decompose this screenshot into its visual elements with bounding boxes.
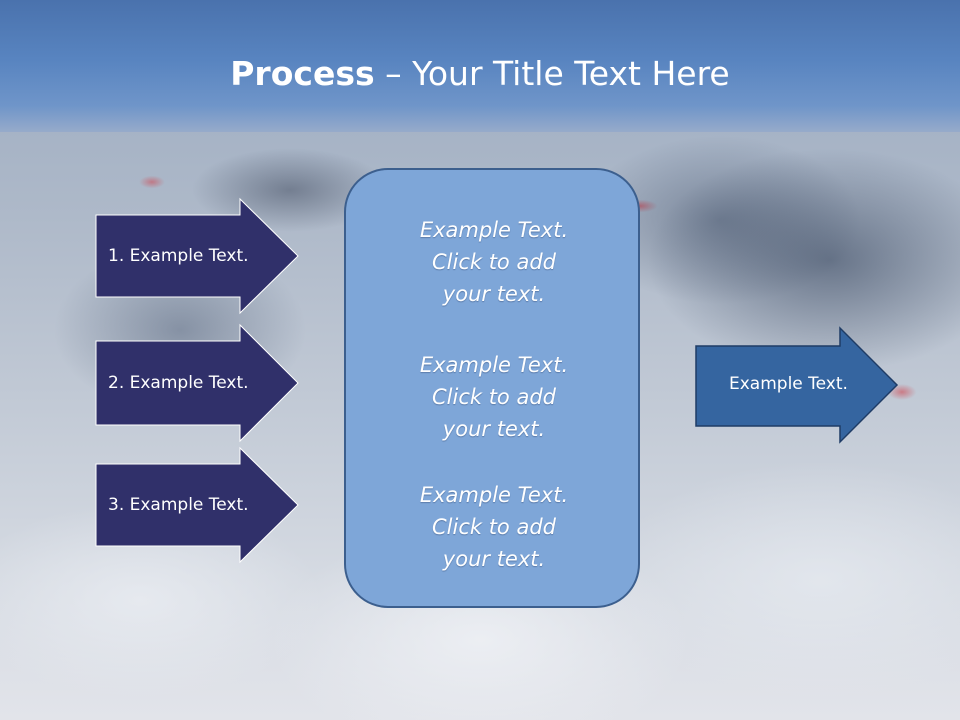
center-text-2: Example Text. Click to add your text. [419,353,569,441]
slide-title[interactable]: Process – Your Title Text Here [0,52,960,96]
output-arrow[interactable] [695,326,899,444]
title-bar [0,0,960,132]
center-text-3: Example Text. Click to add your text. [419,483,569,571]
input-arrow-1-label: 1. Example Text. [108,246,249,266]
input-arrow-2[interactable] [95,323,299,443]
output-arrow-label: Example Text. [729,374,848,394]
center-text-1: Example Text. Click to add your text. [419,218,569,306]
title-rest: – Your Title Text Here [374,54,730,93]
center-text-box[interactable]: Example Text. Click to add your text. Ex… [344,168,640,608]
title-bold: Process [230,54,375,93]
input-arrow-1[interactable] [95,197,299,315]
input-arrow-2-label: 2. Example Text. [108,373,249,393]
input-arrow-3-label: 3. Example Text. [108,495,249,515]
input-arrow-3[interactable] [95,446,299,564]
